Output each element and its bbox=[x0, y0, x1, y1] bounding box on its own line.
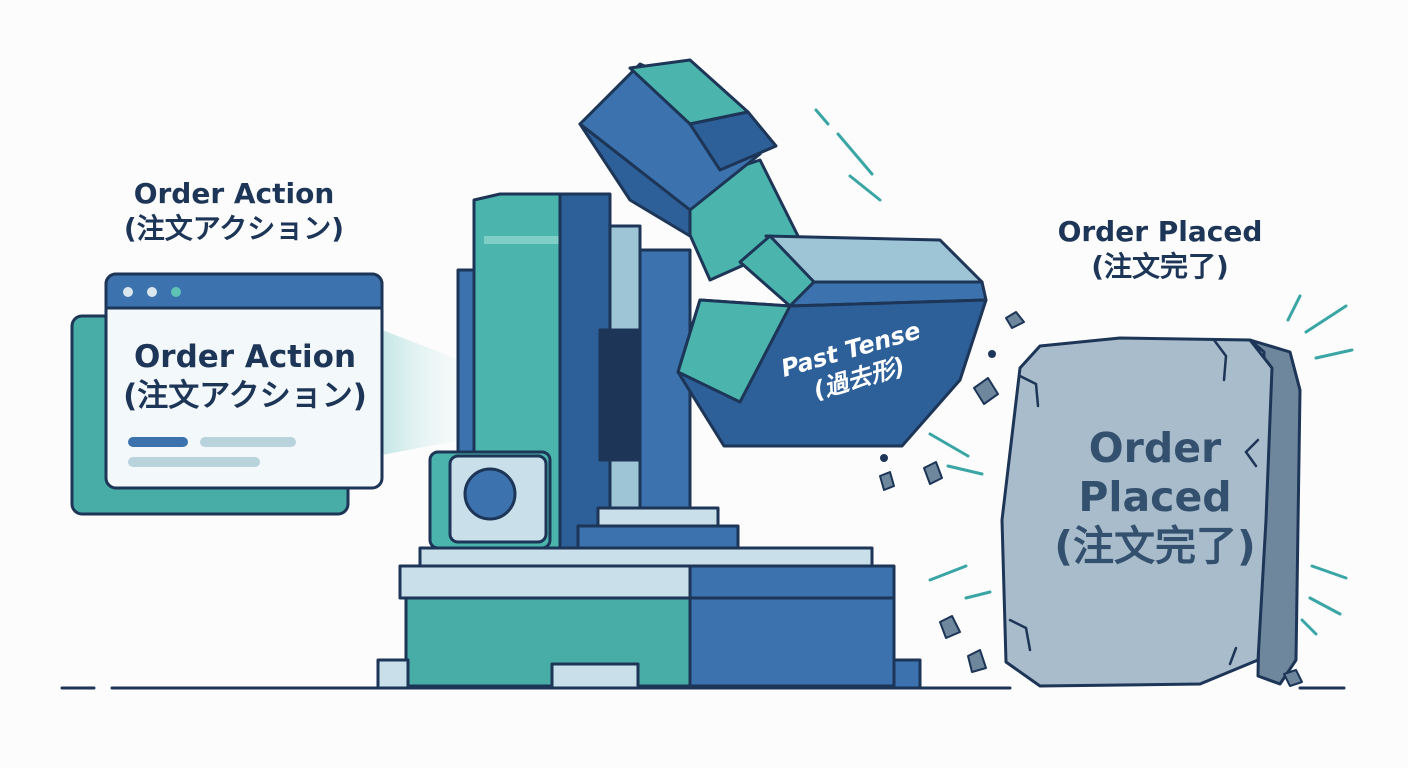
input-label-line1: Order Action bbox=[133, 177, 335, 210]
stone-tablet bbox=[1000, 336, 1302, 688]
input-window-line1: Order Action bbox=[133, 339, 357, 375]
stone-tablet-line3: (注文完了) bbox=[1054, 522, 1256, 571]
window-text-lines bbox=[128, 437, 296, 467]
window-dots bbox=[123, 287, 181, 297]
input-label-line2: (注文アクション) bbox=[123, 212, 345, 245]
input-window-line2: (注文アクション) bbox=[123, 377, 367, 414]
stone-tablet-line1: Order bbox=[1088, 424, 1222, 472]
stone-tablet-text: Order Placed (注文完了) bbox=[1010, 424, 1300, 572]
debris-chips bbox=[879, 311, 1303, 687]
tablet-cracks bbox=[1008, 338, 1260, 666]
stamp-head bbox=[676, 234, 988, 448]
stamping-machine bbox=[376, 192, 922, 690]
impact-sparks bbox=[814, 108, 1354, 636]
input-window bbox=[70, 272, 384, 516]
input-window-text: Order Action (注文アクション) bbox=[112, 338, 378, 416]
output-label-line2: (注文完了) bbox=[1091, 250, 1229, 283]
output-label-line1: Order Placed bbox=[1057, 215, 1263, 248]
output-label: Order Placed (注文完了) bbox=[1030, 214, 1290, 284]
stone-tablet-line2: Placed bbox=[1078, 473, 1232, 522]
input-label: Order Action (注文アクション) bbox=[94, 176, 374, 246]
input-beam bbox=[382, 330, 460, 455]
